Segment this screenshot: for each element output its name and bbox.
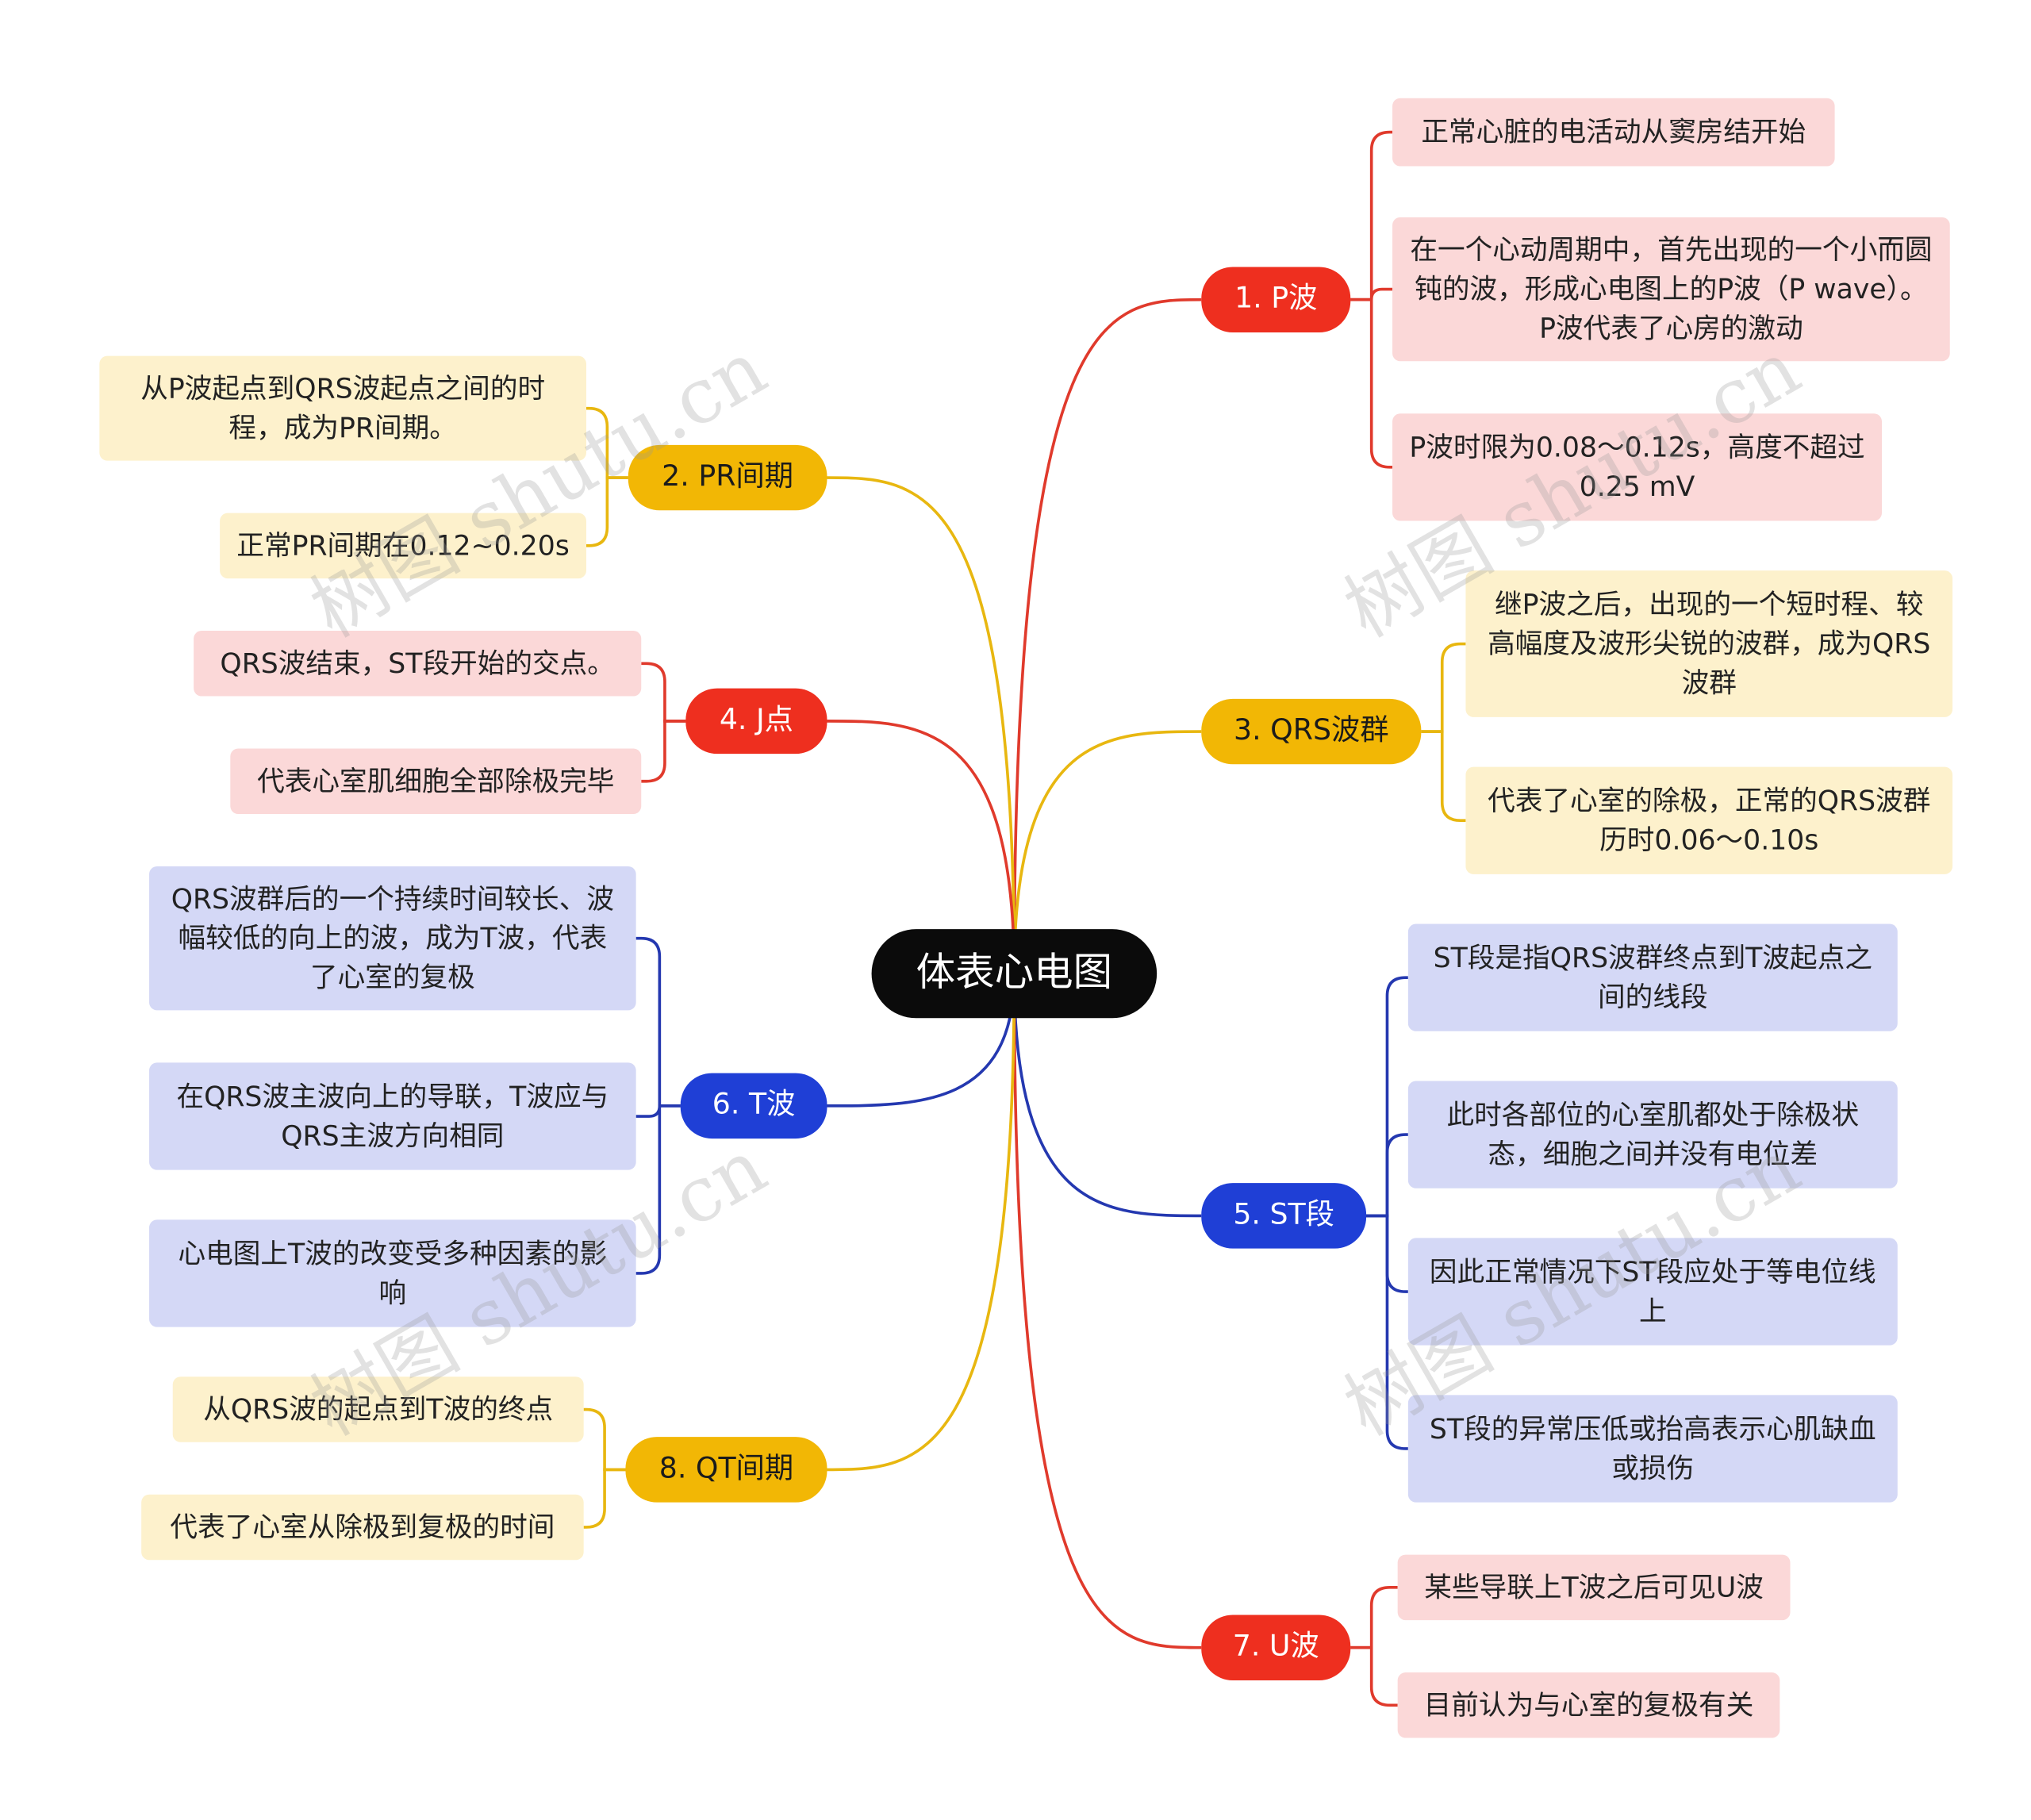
leaf-st-segment-2[interactable]: 此时各部位的心室肌都处于除极状态，细胞之间并没有电位差 [1407, 1081, 1898, 1188]
connector-p-leaf-0 [1350, 130, 1393, 301]
connector-j [827, 720, 1016, 974]
connector-st-leaf-1 [1366, 1133, 1408, 1218]
branch-p-wave[interactable]: 1. P波 [1201, 267, 1351, 332]
branch-qrs-complex[interactable]: 3. QRS波群 [1201, 698, 1422, 765]
connector-qrs-leaf-1 [1421, 730, 1466, 823]
branch-t-wave[interactable]: 6. T波 [680, 1073, 827, 1139]
leaf-qt-interval-1[interactable]: 从QRS波的起点到T波的终点 [172, 1377, 584, 1442]
connector-st [1012, 973, 1202, 1218]
leaf-qrs-complex-2[interactable]: 代表了心室的除极，正常的QRS波群历时0.06～0.10s [1465, 766, 1953, 874]
leaf-st-segment-3[interactable]: 因此正常情况下ST段应处于等电位线上 [1407, 1238, 1898, 1346]
leaf-j-point-2[interactable]: 代表心室肌细胞全部除极完毕 [230, 748, 642, 814]
branch-st-segment[interactable]: 5. ST段 [1201, 1183, 1367, 1249]
connector-qrs-leaf-0 [1421, 642, 1466, 733]
connector-pr [827, 476, 1016, 974]
connector-u-leaf-1 [1350, 1645, 1398, 1707]
connector-p [1012, 298, 1202, 974]
leaf-t-wave-3[interactable]: 心电图上T波的改变受多种因素的影响 [149, 1219, 636, 1327]
leaf-qrs-complex-1[interactable]: 继P波之后，出现的一个短时程、较高幅度及波形尖锐的波群，成为QRS波群 [1465, 570, 1953, 717]
connector-u [1012, 973, 1202, 1649]
connector-qt-leaf-1 [583, 1468, 626, 1529]
connector-st-leaf-3 [1366, 1214, 1408, 1450]
leaf-u-wave-2[interactable]: 目前认为与心室的复极有关 [1397, 1672, 1780, 1738]
connector-j-leaf-0 [641, 662, 686, 723]
leaf-t-wave-1[interactable]: QRS波群后的一个持续时间较长、波幅较低的向上的波，成为T波，代表了心室的复极 [149, 866, 636, 1011]
connector-u-leaf-0 [1350, 1586, 1398, 1649]
connector-t-leaf-0 [635, 936, 681, 1108]
leaf-t-wave-2[interactable]: 在QRS波主波向上的导联，T波应与QRS主波方向相同 [149, 1062, 636, 1170]
leaf-p-wave-2[interactable]: 在一个心动周期中，首先出现的一个小而圆钝的波，形成心电图上的P波（P wave）… [1392, 217, 1950, 362]
connector-t-leaf-2 [635, 1104, 681, 1275]
leaf-p-wave-1[interactable]: 正常心脏的电活动从窦房结开始 [1392, 98, 1835, 167]
connector-t [827, 973, 1016, 1108]
branch-pr-interval[interactable]: 2. PR间期 [628, 444, 827, 511]
connector-pr-leaf-0 [585, 406, 628, 479]
central-topic[interactable]: 体表心电图 [871, 929, 1158, 1019]
connector-qrs [1012, 730, 1202, 974]
connector-p-leaf-2 [1350, 298, 1393, 469]
branch-qt-interval[interactable]: 8. QT间期 [625, 1437, 827, 1503]
connector-st-leaf-0 [1366, 976, 1408, 1218]
leaf-j-point-1[interactable]: QRS波结束，ST段开始的交点。 [194, 631, 642, 697]
leaf-qt-interval-2[interactable]: 代表了心室从除极到复极的时间 [141, 1494, 584, 1561]
leaf-st-segment-4[interactable]: ST段的异常压低或抬高表示心肌缺血或损伤 [1407, 1395, 1898, 1503]
connector-qt [827, 973, 1016, 1472]
leaf-pr-interval-1[interactable]: 从P波起点到QRS波起点之间的时程，成为PR间期。 [99, 355, 586, 461]
branch-u-wave[interactable]: 7. U波 [1201, 1615, 1351, 1680]
leaf-u-wave-1[interactable]: 某些导联上T波之后可见U波 [1397, 1554, 1791, 1621]
connector-j-leaf-1 [641, 720, 686, 783]
connector-pr-leaf-1 [585, 476, 628, 547]
leaf-st-segment-1[interactable]: ST段是指QRS波群终点到T波起点之间的线段 [1407, 923, 1898, 1031]
connector-qt-leaf-0 [583, 1407, 626, 1472]
leaf-pr-interval-2[interactable]: 正常PR间期在0.12~0.20s [220, 513, 586, 579]
branch-j-point[interactable]: 4. J点 [685, 688, 827, 754]
leaf-p-wave-3[interactable]: P波时限为0.08～0.12s，高度不超过0.25 mV [1392, 413, 1882, 521]
